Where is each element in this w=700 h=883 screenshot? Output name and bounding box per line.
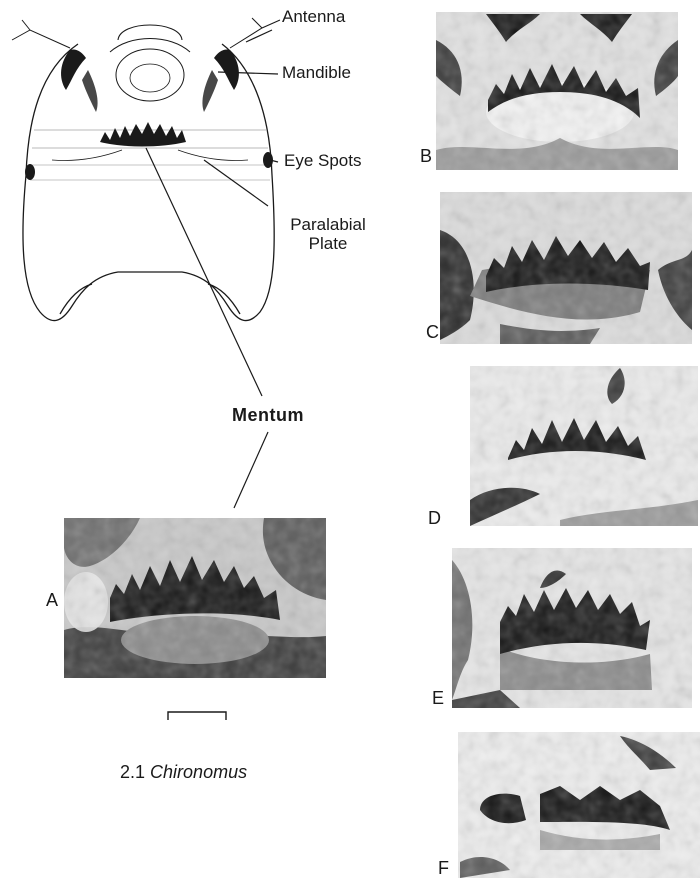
mentum-label: Mentum (232, 406, 304, 426)
leader-lines (146, 30, 278, 508)
photo-panel-e (452, 548, 692, 708)
photo-panel-a (64, 518, 326, 678)
caption-number: 2.1 (120, 762, 145, 782)
panel-letter-e: E (432, 688, 444, 709)
photo-panel-f (458, 732, 700, 878)
panel-letter-a: A (46, 590, 58, 611)
antenna-label: Antenna (282, 8, 345, 27)
panel-letter-f: F (438, 858, 449, 879)
photo-panel-c (440, 192, 692, 344)
panel-letter-b: B (420, 146, 432, 167)
scale-bar (168, 712, 226, 720)
paralabial-plate-line2: Plate (286, 235, 370, 254)
photo-panel-d (470, 366, 698, 526)
antennae (12, 18, 280, 48)
caption-genus: Chironomus (150, 762, 247, 782)
mandibles (61, 49, 239, 112)
eye-spots (25, 152, 273, 180)
eye-spots-label: Eye Spots (284, 152, 362, 171)
panel-letter-d: D (428, 508, 441, 529)
photo-panel-b (436, 12, 678, 170)
paralabial-plate-label: Paralabial Plate (286, 216, 370, 253)
figure-caption: 2.1 Chironomus (120, 762, 247, 783)
mentum-drawing (100, 122, 186, 147)
paralabial-plate-line1: Paralabial (286, 216, 370, 235)
mandible-label: Mandible (282, 64, 351, 83)
panel-letter-c: C (426, 322, 439, 343)
